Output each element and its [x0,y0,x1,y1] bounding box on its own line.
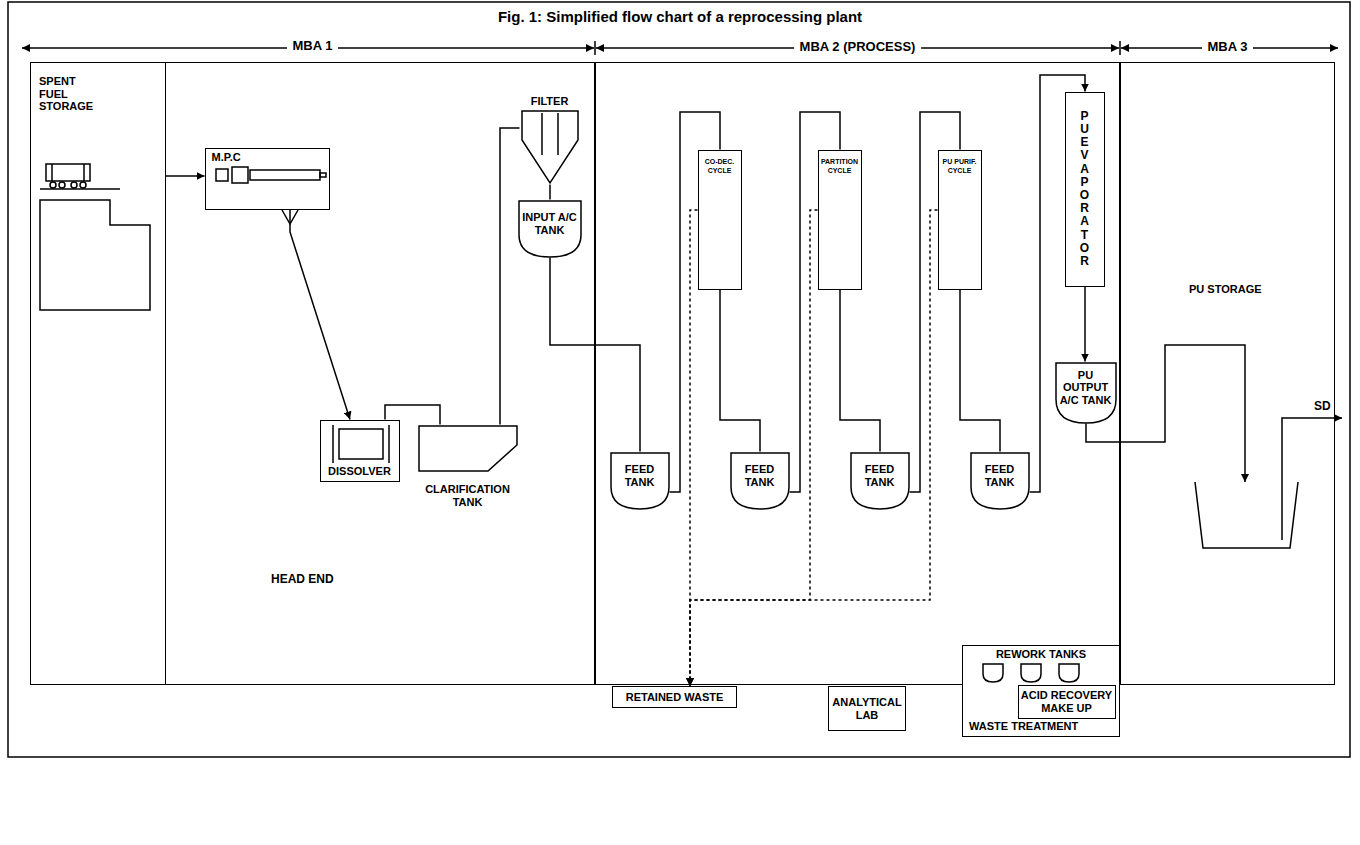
node-label: FEED TANK [852,463,908,488]
accountancy-tank: INPUT A/C TANK [518,200,582,258]
node-label: M.P.C [208,151,241,164]
flow-line [500,128,520,425]
node-label: WASTE TREATMENT [969,720,1078,733]
region-heading: MBA 2 (PROCESS) [794,40,922,55]
waste-line [690,210,698,686]
acid-recovery-box: ACID RECOVERY MAKE UP [1018,685,1116,719]
outline-stroke [611,453,669,509]
mba-region: MBA 2 (PROCESS)FEED TANKCO-DEC. CYCLEFEE… [595,62,1120,685]
waste-line [690,210,938,686]
outline-stroke [419,426,517,471]
outline-stroke [1021,664,1041,682]
evaporator: PU EVAPORATOR [1065,92,1105,287]
outline-stroke [388,425,390,463]
flow-line [1030,75,1086,492]
filter-outline [520,95,580,185]
mba-region: MBA 1SPENT FUEL STORAGEHEAD ENDM.P.CDISS… [30,62,595,685]
clarification-tank: CLARIFICATION TANK [418,425,518,510]
outline-stroke [983,664,1003,682]
outline-stroke [557,113,559,155]
outline-stroke [519,201,581,257]
flow-line [549,185,551,200]
region-heading: MBA 1 [287,39,339,54]
flow-line [720,290,760,452]
tank: FEED TANK [610,452,670,510]
node-label: ACID RECOVERY MAKE UP [1020,689,1114,714]
node-label: CLARIFICATION TANK [420,483,516,508]
outline-stroke [339,429,383,459]
outline-stroke [1059,664,1079,682]
flow-line [290,210,350,420]
node-label: FILTER [531,95,569,108]
head-end-area: HEAD END M.P.C DISSOLVER CLARIFICATION TANK… [165,62,595,685]
mba-region: MBA 3PU STORAGE [1120,62,1335,685]
node-label: ANALYTICAL LAB [831,696,903,721]
outline-stroke [216,169,228,181]
waste-treatment-box: REWORK TANKS WASTE TREATMENT ACID RECOVERY… [962,645,1120,737]
flow-line [960,290,1000,452]
storage-pool [40,200,150,310]
outline-stroke [851,453,909,509]
tank: FEED TANK [730,452,790,510]
outline-stroke [731,453,789,509]
rail-cask-car [40,164,120,189]
region-heading: MBA 3 [1202,40,1254,55]
outline-stroke [971,453,1029,509]
waste-line [690,210,818,686]
node-label: PU PURIF. CYCLE [941,157,979,175]
flow-line [1086,345,1245,482]
storage-area: SPENT FUEL STORAGE [30,62,166,685]
node-label: INPUT A/C TANK [520,211,580,236]
node-label: PARTITION CYCLE [821,157,859,175]
flow-line [385,405,440,425]
extraction-cycle: PU PURIF. CYCLE [938,150,982,290]
tank: FEED TANK [970,452,1030,510]
flow-line [840,290,880,452]
node-label: CO-DEC. CYCLE [701,157,739,175]
flow-line [1084,287,1086,362]
figure-frame [8,2,1350,757]
dissolver-box: DISSOLVER [320,420,400,482]
outline-stroke [250,170,320,180]
node-label: PU STORAGE [1189,283,1262,296]
node-label: DISSOLVER [328,465,391,478]
shipment-arrow [1282,418,1342,540]
flow-line [166,175,205,177]
figure-title: Fig. 1: Simplified flow chart of a repro… [0,8,1360,25]
node-label: FEED TANK [612,463,668,488]
filter: FILTER [520,95,580,185]
node-label: FEED TANK [732,463,788,488]
outline-stroke [522,111,578,183]
node-label: REWORK TANKS [963,648,1119,661]
node-label: HEAD END [271,573,334,587]
process-box: M.P.C [205,148,330,210]
outline-stroke [320,173,326,177]
node-label: PU OUTPUT A/C TANK [1057,369,1115,407]
mba-extent-arrows [22,41,1338,55]
node-label: SPENT FUEL STORAGE [39,75,103,113]
node-label: FEED TANK [972,463,1028,488]
outline-stroke [1056,363,1116,423]
shipment-label: SD [1312,400,1333,414]
outline-stroke [232,167,248,183]
extraction-cycle: CO-DEC. CYCLE [698,150,742,290]
accountancy-tank: PU OUTPUT A/C TANK [1055,362,1117,424]
outline-stroke [332,425,334,463]
outline-stroke [541,113,543,155]
lab-box: ANALYTICAL LAB [828,686,906,731]
node-label: RETAINED WASTE [626,691,724,704]
tank: FEED TANK [850,452,910,510]
node-label: PU EVAPORATOR [1079,110,1091,268]
extraction-cycle: PARTITION CYCLE [818,150,862,290]
waste-box: RETAINED WASTE [612,686,737,708]
